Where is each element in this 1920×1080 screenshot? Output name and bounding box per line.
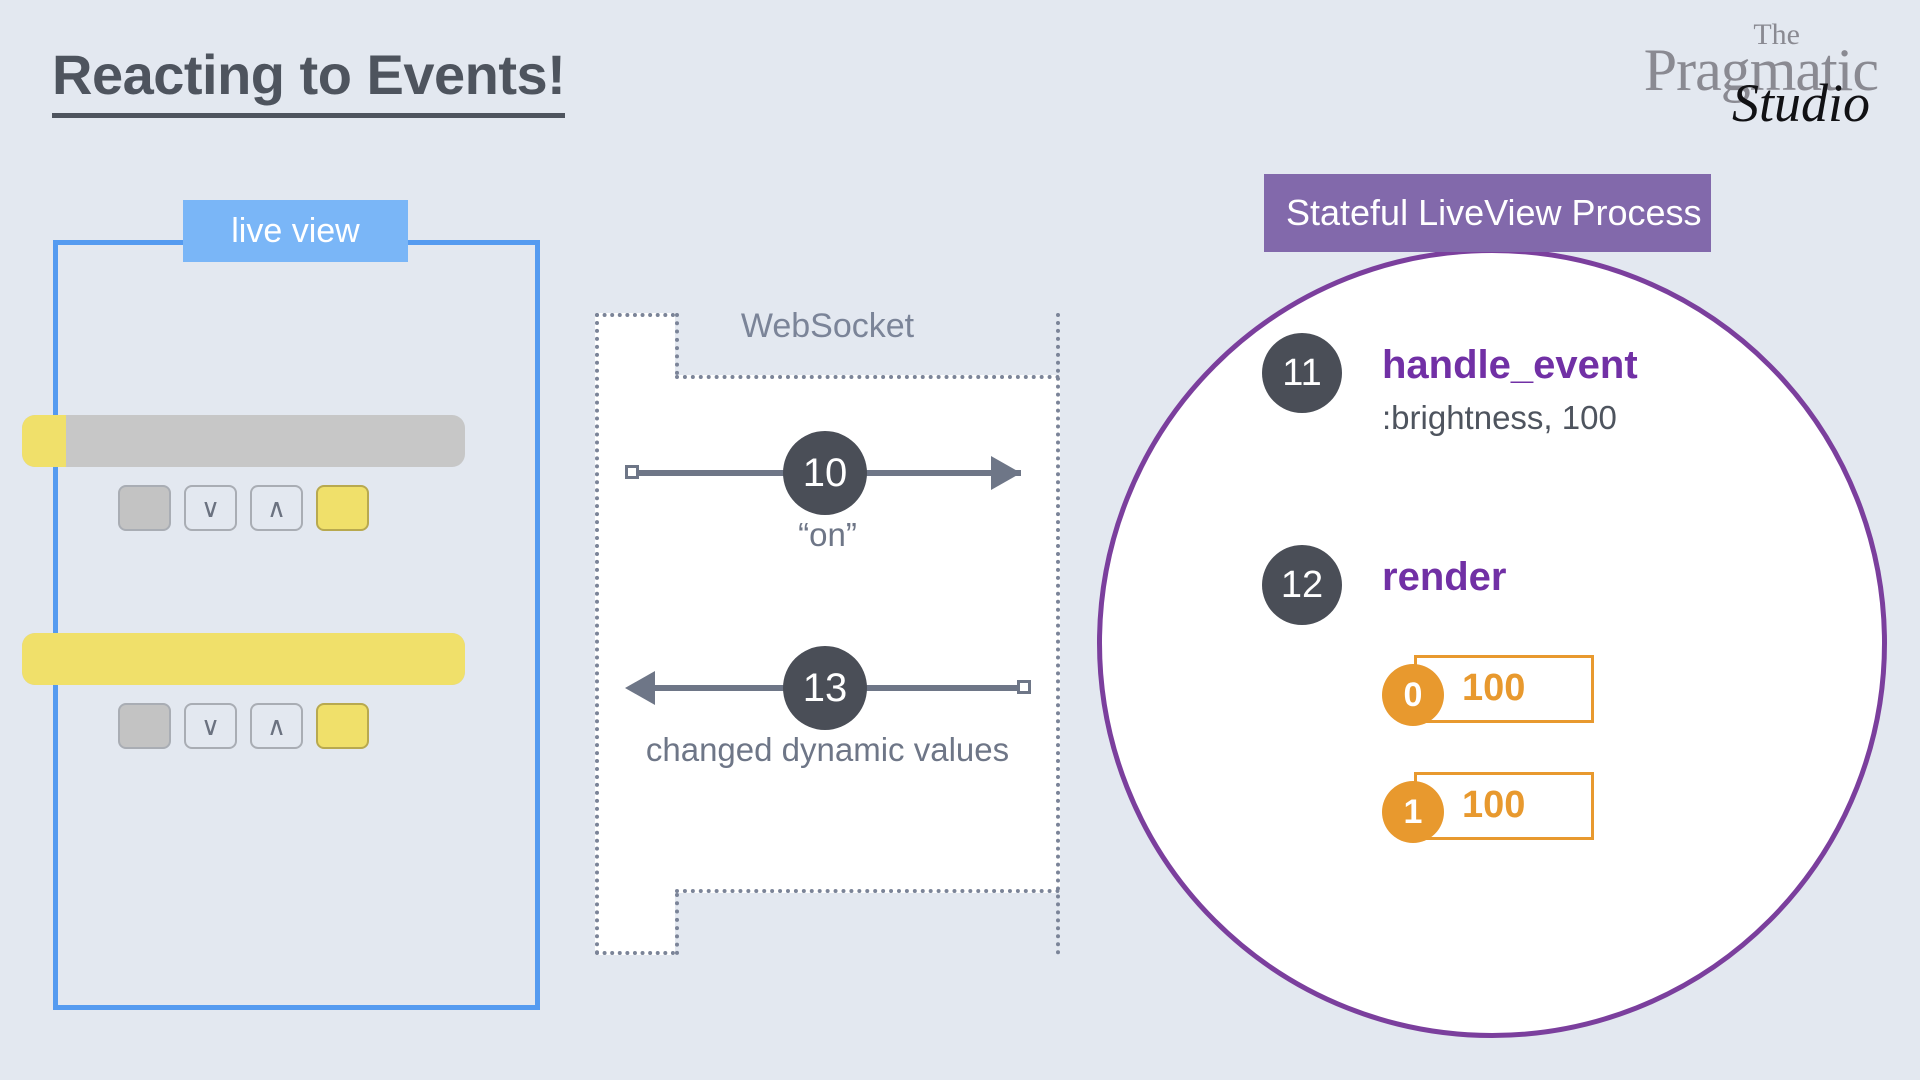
websocket-notch-top (675, 313, 1060, 375)
brightness-meter-partial: ∨ ∧ (22, 415, 465, 531)
process-step-render: 12 render (1262, 545, 1782, 665)
liveview-process-circle (1097, 248, 1887, 1038)
websocket-border-top-left (595, 313, 675, 317)
brand-logo-the: The (1753, 18, 1800, 51)
flow-arrowhead-right-icon (991, 456, 1021, 490)
page-title: Reacting to Events! (52, 45, 566, 118)
meter-button-row: ∨ ∧ (22, 485, 465, 531)
process-function-args: :brightness, 100 (1382, 399, 1617, 436)
flow-origin-marker (1017, 680, 1031, 694)
websocket-border-left (595, 313, 599, 955)
decrease-button[interactable]: ∨ (184, 485, 237, 531)
step-badge: 11 (1262, 333, 1342, 413)
dynamic-value-number: 100 (1462, 667, 1526, 709)
decrease-button[interactable]: ∨ (184, 703, 237, 749)
websocket-notch-bottom (675, 893, 1060, 955)
brand-logo-studio: Studio (1731, 73, 1870, 133)
step-badge: 13 (783, 646, 867, 730)
meter-fill (22, 633, 465, 685)
meter-track[interactable] (22, 633, 465, 685)
meter-fill (22, 415, 67, 467)
meter-track[interactable] (22, 415, 465, 467)
increase-button[interactable]: ∧ (250, 703, 303, 749)
on-button[interactable] (316, 485, 369, 531)
flow-caption: “on” (798, 516, 857, 553)
step-badge: 12 (1262, 545, 1342, 625)
websocket-channel: 10 “on” 13 changed dynamic values (595, 313, 1060, 955)
websocket-label: WebSocket (740, 307, 915, 345)
websocket-border-right (1056, 313, 1060, 955)
websocket-notch-top-left-edge (675, 313, 679, 375)
flow-caption: changed dynamic values (645, 731, 1010, 768)
brightness-meter-full: ∨ ∧ (22, 633, 465, 749)
dynamic-value-row: 0 100 (1382, 655, 1612, 735)
meter-button-row: ∨ ∧ (22, 703, 465, 749)
on-button[interactable] (316, 703, 369, 749)
dynamic-value-row: 1 100 (1382, 772, 1612, 852)
off-button[interactable] (118, 703, 171, 749)
increase-button[interactable]: ∧ (250, 485, 303, 531)
live-view-panel (53, 240, 540, 1010)
brand-logo: The Pragmatic Studio (1644, 18, 1879, 131)
flow-origin-marker (625, 465, 639, 479)
live-view-tab-label: live view (183, 200, 408, 262)
liveview-process-header: Stateful LiveView Process (1264, 174, 1711, 252)
brand-logo-pragmatic: Pragmatic (1643, 37, 1879, 103)
websocket-notch-bottom-top-edge (675, 889, 1060, 893)
dynamic-value-index: 1 (1382, 781, 1444, 843)
step-badge: 10 (783, 431, 867, 515)
off-button[interactable] (118, 485, 171, 531)
websocket-notch-bottom-left-edge (675, 893, 679, 955)
process-function-name: render (1382, 555, 1507, 599)
dynamic-value-number: 100 (1462, 784, 1526, 826)
process-function-name: handle_event (1382, 343, 1638, 387)
process-step-handle-event: 11 handle_event :brightness, 100 (1262, 333, 1782, 453)
flow-arrowhead-left-icon (625, 671, 655, 705)
websocket-border-bottom-left (595, 951, 675, 955)
dynamic-value-index: 0 (1382, 664, 1444, 726)
websocket-notch-top-bottom-edge (675, 375, 1060, 379)
